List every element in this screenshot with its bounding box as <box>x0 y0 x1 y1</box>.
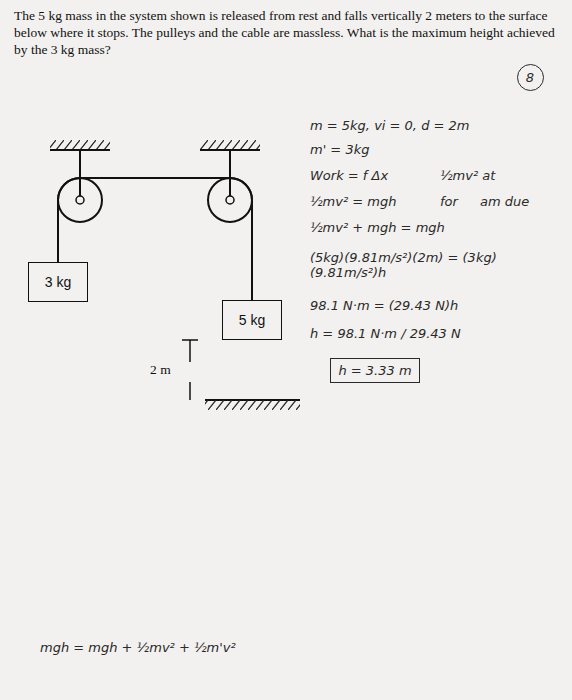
handwritten-note: ½mv² + mgh = mgh <box>310 220 445 235</box>
ceiling <box>50 140 260 150</box>
handwritten-note: (5kg)(9.81m/s²)(2m) = (3kg)(9.81m/s²)h <box>310 250 560 280</box>
pulley-hanger <box>229 150 231 200</box>
problem-statement: The 5 kg mass in the system shown is rel… <box>14 8 558 59</box>
pulley-hanger <box>79 150 81 200</box>
node-text: 8 <box>526 70 534 85</box>
dimension-line <box>182 340 198 400</box>
ground <box>205 400 300 410</box>
handwritten-note: mgh = mgh + ½mv² + ½m'v² <box>40 640 236 655</box>
handwritten-note: h = 98.1 N·m / 29.43 N <box>310 326 461 341</box>
handwritten-note: ½mv² = mgh <box>310 194 396 209</box>
mass-block: 5 kg <box>222 300 282 340</box>
node-text: h = 3.33 m <box>338 363 411 378</box>
handwritten-note: am due <box>480 194 529 209</box>
node-text: 3 kg <box>45 274 71 290</box>
node-text: 5 kg <box>239 312 265 328</box>
handwritten-note: ½mv² at <box>440 168 495 183</box>
score-circle: 8 <box>517 64 544 91</box>
handwritten-note: 98.1 N·m = (29.43 N)h <box>310 298 458 313</box>
handwritten-note: m = 5kg, vi = 0, d = 2m <box>310 118 469 133</box>
handwritten-note: for <box>440 194 458 209</box>
answer-box: h = 3.33 m <box>330 358 420 383</box>
handwritten-note: Work = f Δx <box>310 168 388 183</box>
mass-block: 3 kg <box>28 262 88 302</box>
handwritten-note: m' = 3kg <box>310 142 369 157</box>
dimension-label: 2 m <box>150 362 171 379</box>
